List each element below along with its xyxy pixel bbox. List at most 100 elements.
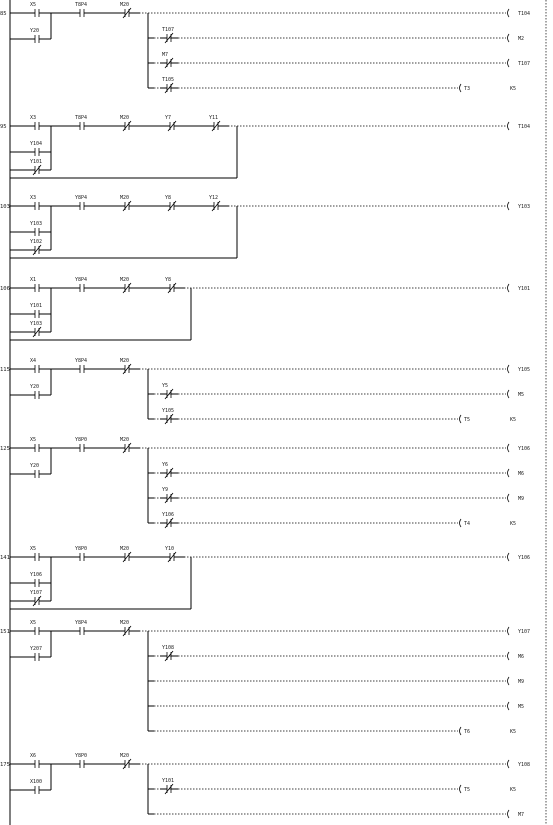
series-contact: X5 xyxy=(28,546,46,561)
series-contact: Y7 xyxy=(163,115,181,132)
contact-slash xyxy=(211,200,221,212)
interlock-contact: Y9 xyxy=(160,487,178,504)
contact-label: Y101 xyxy=(162,778,174,784)
coil-label: Y108 xyxy=(518,762,530,768)
coil-arc xyxy=(507,283,510,293)
coil-label: Y106 xyxy=(518,555,530,561)
contact-label: X3 xyxy=(30,115,36,121)
series-contact: M20 xyxy=(118,277,136,294)
coil-arc xyxy=(459,414,462,424)
step-number: 103 xyxy=(0,204,10,210)
coil-constant: K5 xyxy=(510,521,516,527)
output-coil: Y101 xyxy=(507,283,530,293)
contact-label: Y6 xyxy=(162,462,168,468)
coil-arc xyxy=(459,726,462,736)
interlock-contact: T105 xyxy=(160,77,178,94)
series-contact: Y8 xyxy=(163,277,181,294)
contact-label: Y8P4 xyxy=(75,620,87,626)
output-coil: T107 xyxy=(507,58,530,68)
step-number: 106 xyxy=(0,286,10,292)
coil-constant: K5 xyxy=(510,86,516,92)
output-coil: Y107 xyxy=(507,626,530,636)
contact-slash xyxy=(122,442,132,454)
coil-label: Y107 xyxy=(518,629,530,635)
contact-label: Y106 xyxy=(162,512,174,518)
interlock-contact: M7 xyxy=(160,52,178,69)
output-coil: Y106 xyxy=(507,552,530,562)
series-contact: X4 xyxy=(28,358,46,373)
contact-label: M20 xyxy=(120,546,129,552)
contact-label: Y7 xyxy=(165,115,171,121)
output-coil: M5 xyxy=(507,701,524,711)
contact-label: M20 xyxy=(120,195,129,201)
contact-slash xyxy=(167,282,177,294)
branch-contact: Y101 xyxy=(28,303,46,318)
contact-label: T8P4 xyxy=(75,115,87,121)
coil-arc xyxy=(507,468,510,478)
coil-arc xyxy=(507,651,510,661)
series-contact: M20 xyxy=(118,753,136,770)
branch-contact: Y106 xyxy=(28,572,46,587)
series-contact: M20 xyxy=(118,195,136,212)
coil-arc xyxy=(459,784,462,794)
contact-slash xyxy=(32,595,42,607)
series-contact: Y8P4 xyxy=(73,195,91,210)
coil-arc xyxy=(459,83,462,93)
output-coil: Y105 xyxy=(507,364,530,374)
coil-arc xyxy=(507,676,510,686)
output-coil: Y108 xyxy=(507,759,530,769)
coil-arc xyxy=(507,809,510,819)
step-number: 151 xyxy=(0,629,10,635)
coil-arc xyxy=(507,364,510,374)
output-coil: M6 xyxy=(507,651,524,661)
contact-label: Y8 xyxy=(165,195,171,201)
step-number: 141 xyxy=(0,555,10,561)
coil-label: M2 xyxy=(518,36,524,42)
contact-label: Y20 xyxy=(30,384,39,390)
contact-label: Y103 xyxy=(30,321,42,327)
contact-slash xyxy=(32,164,42,176)
output-coil: M5 xyxy=(507,389,524,399)
contact-slash xyxy=(167,551,177,563)
series-contact: Y8P4 xyxy=(73,277,91,292)
contact-label: Y108 xyxy=(162,645,174,651)
branch-contact: Y20 xyxy=(28,463,46,478)
contact-slash xyxy=(122,551,132,563)
contact-slash xyxy=(122,625,132,637)
contact-label: X3 xyxy=(30,195,36,201)
series-contact: X5 xyxy=(28,2,46,17)
contact-label: Y104 xyxy=(30,141,42,147)
step-number: 175 xyxy=(0,762,10,768)
contact-slash xyxy=(167,200,177,212)
branch-contact: Y207 xyxy=(28,646,46,661)
coil-label: M9 xyxy=(518,679,524,685)
branch-contact: Y104 xyxy=(28,141,46,156)
series-contact: M20 xyxy=(118,2,136,19)
coil-timer: T3 K5 xyxy=(459,83,516,93)
series-contact: Y12 xyxy=(207,195,225,212)
coil-arc xyxy=(507,493,510,503)
contact-label: M20 xyxy=(120,620,129,626)
coil-label: T5 xyxy=(464,787,470,793)
contact-label: M20 xyxy=(120,358,129,364)
contact-label: Y101 xyxy=(30,303,42,309)
coil-label: T3 xyxy=(464,86,470,92)
contact-label: Y10 xyxy=(165,546,174,552)
contact-slash xyxy=(164,388,174,400)
contact-label: Y20 xyxy=(30,28,39,34)
series-contact: X3 xyxy=(28,115,46,130)
contact-label: T107 xyxy=(162,27,174,33)
interlock-contact: Y106 xyxy=(160,512,178,529)
coil-label: T4 xyxy=(464,521,470,527)
contact-label: Y101 xyxy=(30,159,42,165)
coil-arc xyxy=(507,759,510,769)
interlock-contact: Y101 xyxy=(160,778,178,795)
coil-label: T104 xyxy=(518,124,530,130)
series-contact: Y8P0 xyxy=(73,437,91,452)
branch-contact: Y101 xyxy=(28,159,46,176)
